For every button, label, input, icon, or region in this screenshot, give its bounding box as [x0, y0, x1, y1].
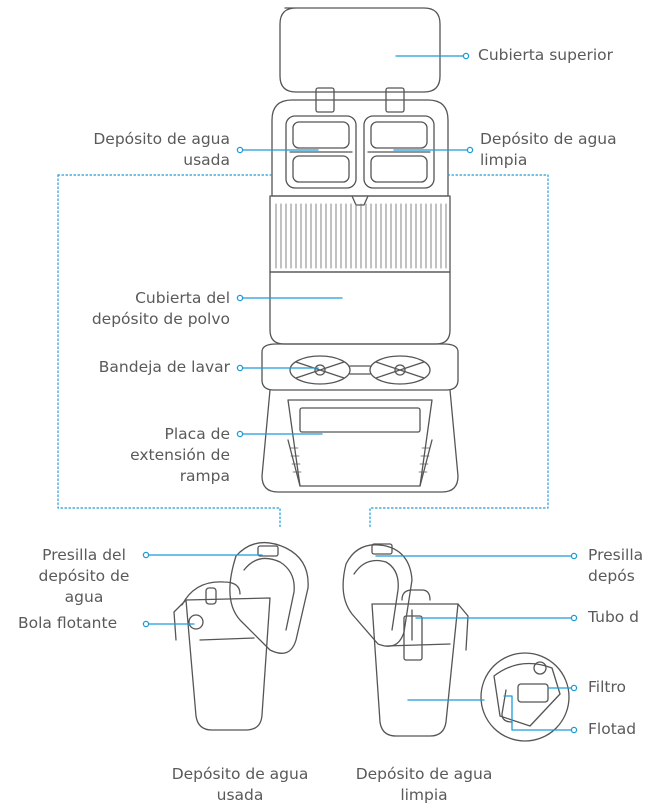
- station-body-drawing: [261, 99, 459, 493]
- label-dirty-clip: Presilla del depósito de agua: [38, 546, 130, 606]
- dirty-tank-drawing: [173, 541, 309, 731]
- label-top-cover: Cubierta superior: [478, 46, 614, 64]
- label-clean-clip: Presilla depós: [588, 546, 644, 585]
- label-dust-cover: Cubierta del depósito de polvo: [91, 289, 230, 328]
- label-wash-tray: Bandeja de lavar: [98, 358, 230, 376]
- label-floater: Flotad: [588, 720, 637, 738]
- caption-clean-tank: Depósito de agua limpia: [355, 765, 493, 804]
- label-tube: Tubo d: [588, 608, 640, 626]
- leader-dots: [142, 52, 578, 734]
- caption-dirty-tank: Depósito de agua usada: [171, 765, 309, 804]
- filter-zoom-drawing: [480, 652, 570, 742]
- dotted-guides: [57, 174, 549, 529]
- label-filter: Filtro: [588, 678, 626, 696]
- label-float-ball: Bola flotante: [18, 614, 118, 632]
- leader-lines: [145, 55, 575, 731]
- clean-tank-drawing: [342, 543, 469, 737]
- label-dirty-tank: Depósito de agua usada: [93, 130, 230, 169]
- top-cover-drawing: [279, 7, 441, 113]
- label-ramp-plate: Placa de extensión de rampa: [130, 425, 230, 485]
- label-clean-tank: Depósito de agua limpia: [480, 130, 617, 169]
